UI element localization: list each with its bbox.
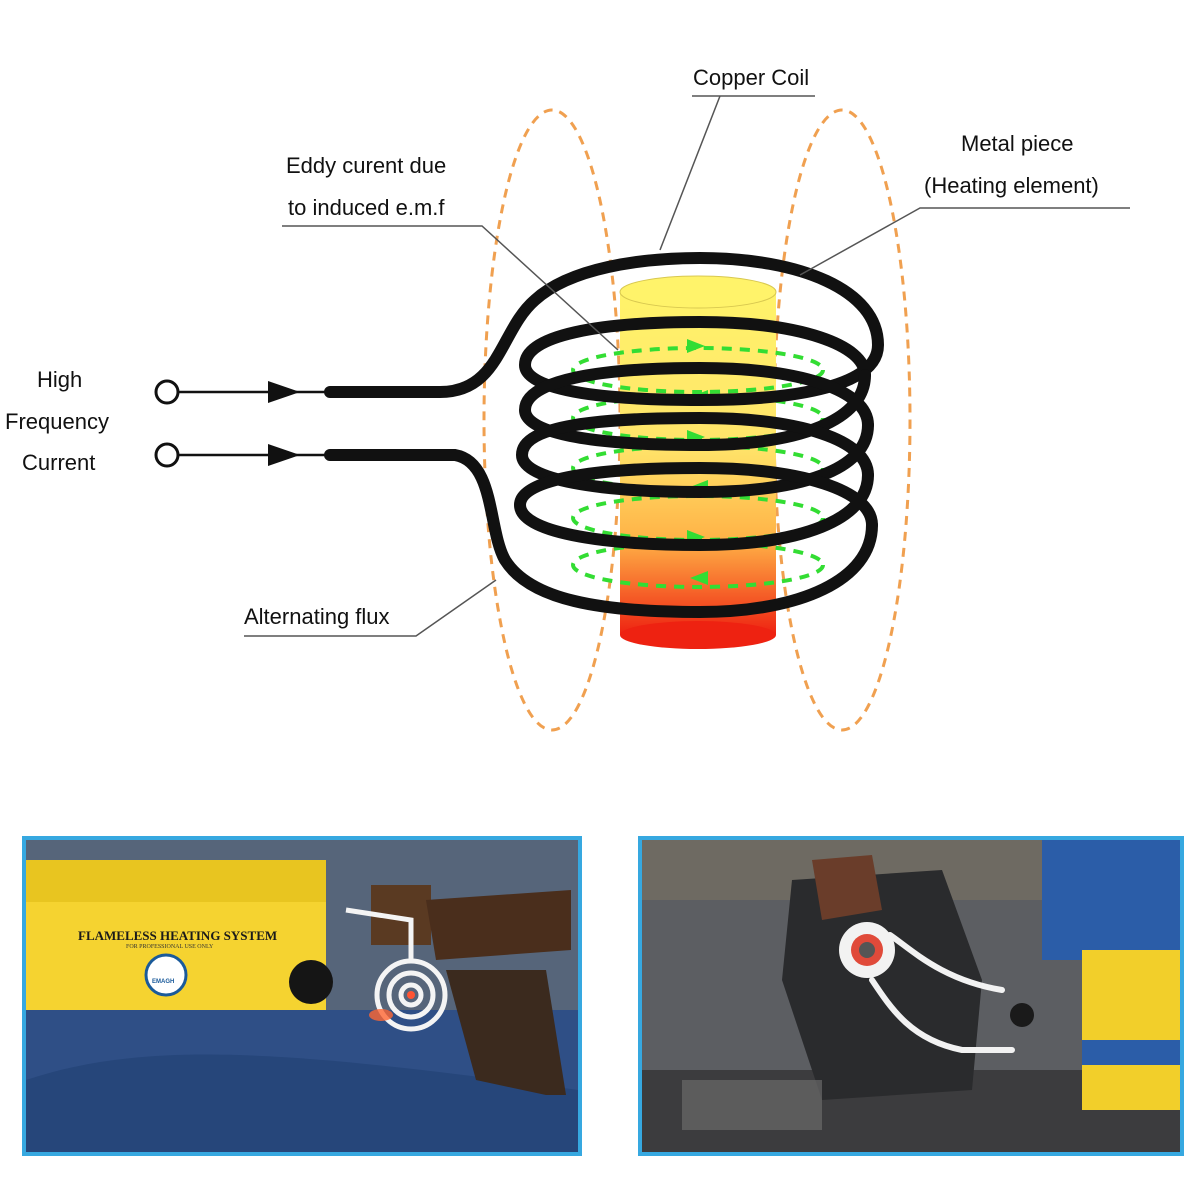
vise-heating-bolt-photo <box>638 836 1184 1156</box>
eddy-current-label-line2: to induced e.m.f <box>288 195 445 220</box>
hf-current-label-line1: High <box>37 367 83 392</box>
terminal-bottom <box>154 442 180 468</box>
logo-text: EMAGH <box>152 979 175 985</box>
input-leads <box>154 379 330 468</box>
copper-coil <box>324 251 885 619</box>
terminal-top <box>154 379 180 405</box>
box-title: FLAMELESS HEATING SYSTEM <box>78 928 278 943</box>
metal-piece-bottom <box>620 621 776 649</box>
box-subtitle: FOR PROFESSIONAL USE ONLY <box>126 944 214 950</box>
diagram-graphics <box>154 95 1130 732</box>
hf-current-label-line3: Current <box>22 450 96 475</box>
alternating-flux-label: Alternating flux <box>244 604 390 629</box>
copper-coil-label: Copper Coil <box>693 65 810 90</box>
arrow-top <box>268 381 300 403</box>
metal-piece-label-line1: Metal piece <box>961 131 1074 156</box>
metal-piece-label-line2: (Heating element) <box>924 173 1099 198</box>
leader-lines <box>244 95 1130 637</box>
arrow-bottom <box>268 444 300 466</box>
metal-piece-top <box>619 275 777 309</box>
hf-current-label-line2: Frequency <box>5 409 109 434</box>
induction-heater-coil-photo: FLAMELESS HEATING SYSTEM FOR PROFESSIONA… <box>22 836 582 1156</box>
eddy-current-label-line1: Eddy curent due <box>286 153 447 178</box>
